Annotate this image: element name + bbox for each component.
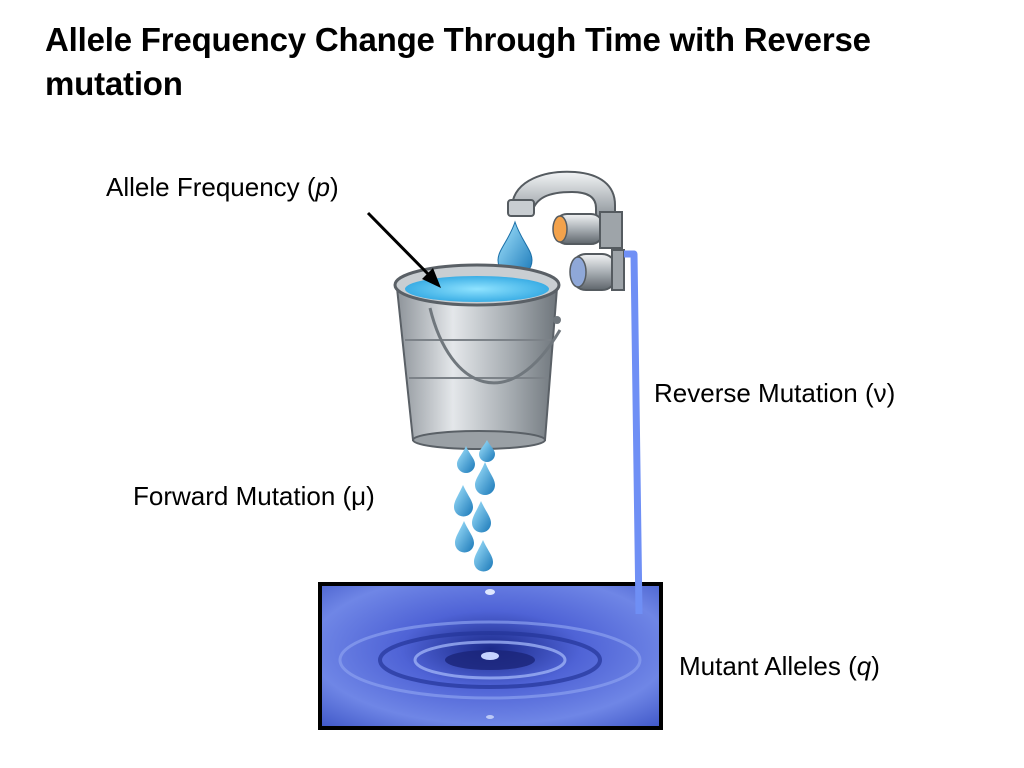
- water-drop-icon: [472, 501, 491, 533]
- water-drop-icon: [455, 521, 474, 553]
- water-drop-icon: [474, 540, 493, 572]
- bucket-icon: [393, 263, 562, 450]
- label-forward-mutation: Forward Mutation (μ): [133, 481, 375, 511]
- label-reverse-mutation: Reverse Mutation (ν): [654, 378, 896, 408]
- allele-frequency-arrow: [366, 211, 441, 288]
- water-drop-icon: [457, 446, 475, 473]
- label-mutant-alleles: Mutant Alleles (q): [679, 651, 880, 681]
- water-drop-icon: [454, 485, 473, 517]
- slide-title: Allele Frequency Change Through Time wit…: [45, 21, 871, 102]
- water-drop-icon: [475, 462, 495, 495]
- label-allele-frequency: Allele Frequency (p): [106, 172, 339, 202]
- water-pool-icon: [318, 582, 663, 730]
- reverse-mutation-line: [624, 250, 643, 615]
- forward-mutation-drops: [454, 440, 495, 572]
- faucet-icon: [507, 170, 625, 291]
- water-drop-icon: [479, 440, 495, 462]
